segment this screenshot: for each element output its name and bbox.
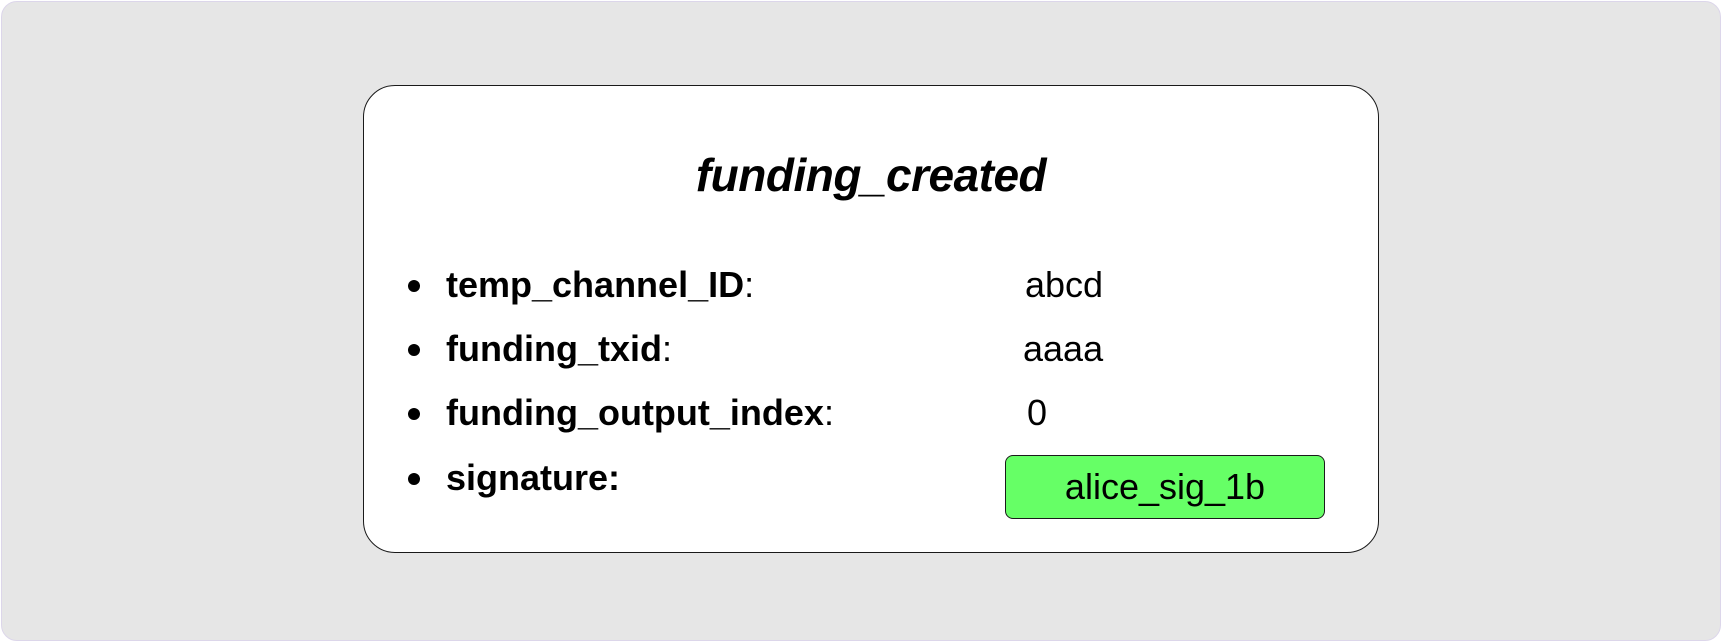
field-separator: : <box>823 392 834 433</box>
field-value: 0 <box>1027 392 1048 433</box>
message-title: funding_created <box>695 149 1047 201</box>
field-label: temp_channel_ID: <box>446 267 754 303</box>
field-key: funding_output_index <box>446 392 824 433</box>
field-value: abcd <box>1025 264 1104 305</box>
bullet-icon <box>408 408 420 420</box>
field-key: temp_channel_ID <box>446 264 745 305</box>
field-label: funding_txid: <box>446 331 672 367</box>
bullet-icon <box>408 344 420 356</box>
field-key: signature: <box>446 457 621 498</box>
bullet-icon <box>408 280 420 292</box>
field-separator: : <box>744 264 755 305</box>
bullet-icon <box>408 473 420 485</box>
message-card: funding_created temp_channel_ID: abcd fu… <box>363 85 1379 553</box>
field-key: funding_txid <box>446 328 662 369</box>
field-label: funding_output_index: <box>446 395 834 431</box>
field-separator: : <box>661 328 672 369</box>
field-label: signature: <box>446 460 620 496</box>
field-value: aaaa <box>1023 328 1104 369</box>
signature-value-box: alice_sig_1b <box>1005 455 1325 519</box>
